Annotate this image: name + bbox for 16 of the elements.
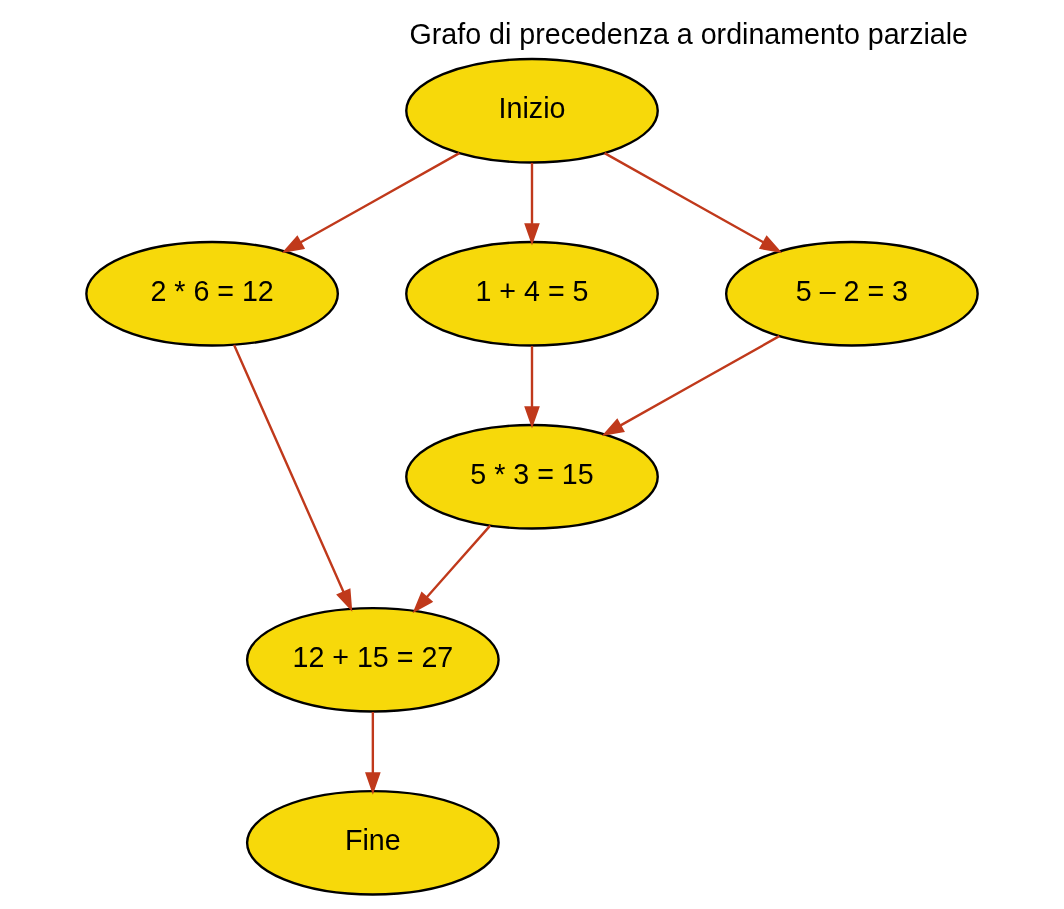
arrow: [233, 344, 353, 612]
node-ellipse: 12 + 15 = 27: [245, 606, 500, 713]
node-ellipse: 2 * 6 = 12: [85, 240, 340, 347]
arrow: [524, 345, 540, 429]
arrow: [524, 162, 540, 246]
node-ellipse: 5 * 3 = 15: [405, 423, 659, 530]
node-ellipse: Fine: [245, 789, 500, 896]
arrow: [601, 335, 780, 436]
node-ellipse: 5 – 2 = 3: [724, 240, 979, 347]
node-ellipse: 1 + 4 = 5: [405, 240, 659, 347]
arrow: [412, 524, 492, 614]
arrow: [604, 152, 783, 253]
arrow: [365, 712, 381, 795]
node-ellipse: Inizio: [405, 57, 659, 164]
arrow: [281, 152, 460, 253]
diagram-title: Grafo di precedenza a ordinamento parziale: [409, 17, 969, 50]
